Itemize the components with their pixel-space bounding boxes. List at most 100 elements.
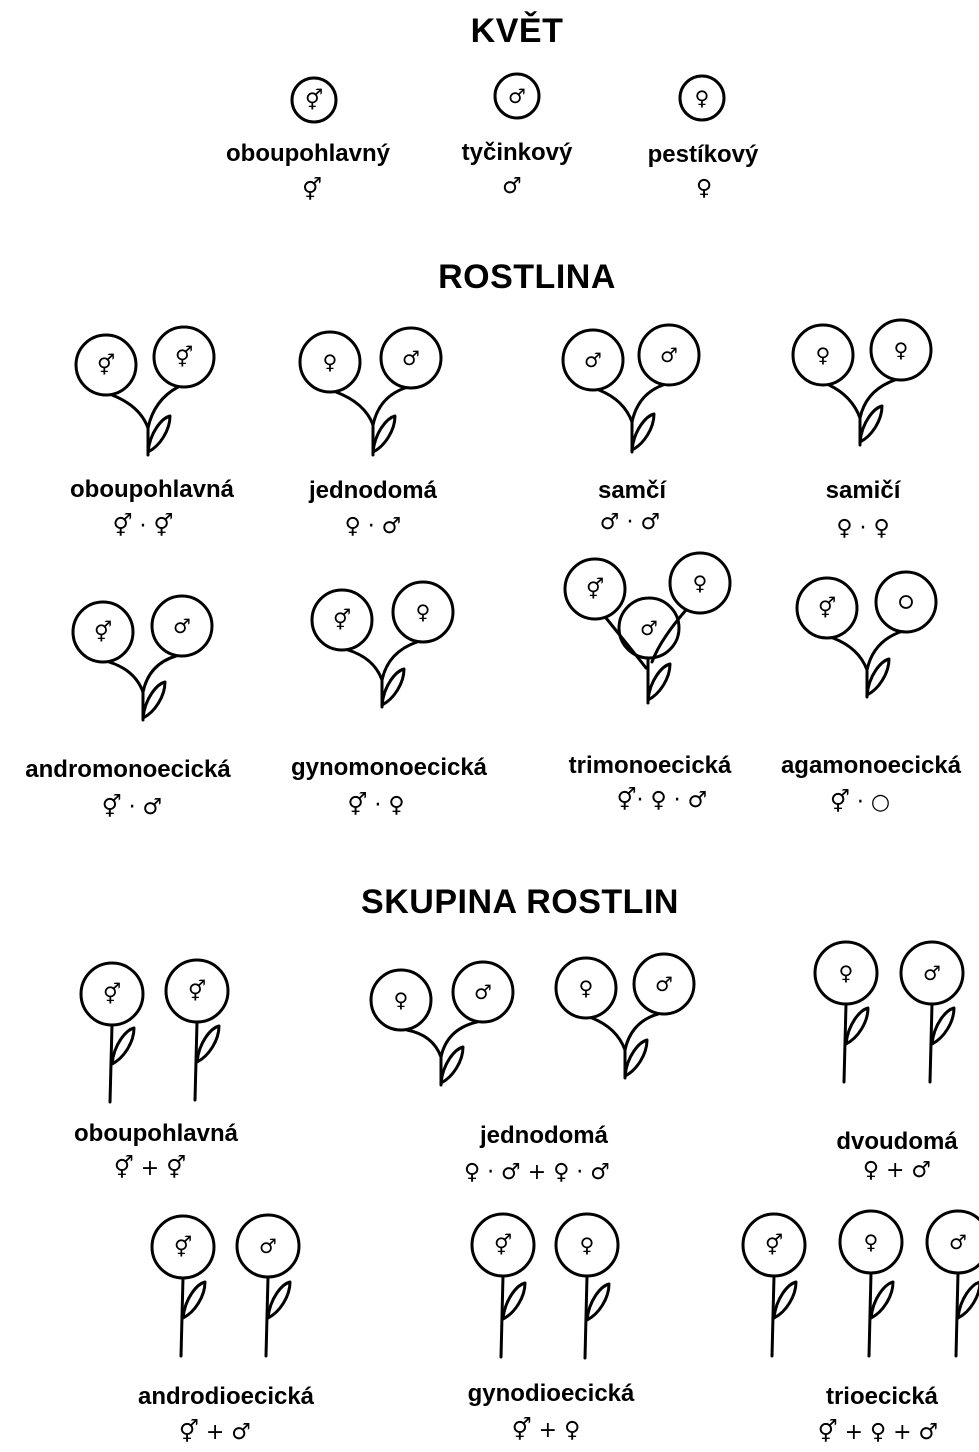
female-symbol-icon: ♀ [579,976,594,1000]
plant-agamonoecious-flower-2-circle [876,572,936,632]
plant-agamonoecious-stem-right [867,632,900,670]
female-symbol-icon: ♀ [894,338,909,362]
plant-label-male: samčí [598,479,666,503]
plant-label-female: samičí [826,479,901,503]
flower-label-staminate: tyčinkový [462,141,573,165]
plant-bisexual-stem-left [112,395,148,428]
group-formula-androdioecious: ⚥ + ♂ [179,1422,251,1444]
plant-gynomonoecious-stem-right [382,642,417,680]
group-bisexual-plant-1-leaf [112,1028,134,1064]
sterile-symbol-icon [900,596,912,608]
female-symbol-icon: ♀ [816,343,831,367]
group-trioecious-plant-3-leaf [958,1282,979,1318]
bisexual-symbol-icon: ⚥ [188,979,206,1003]
plant-label-monoecious: jednodomá [309,479,437,503]
plant-monoecious-stem-left [336,392,373,425]
bisexual-symbol-icon: ⚥ [103,982,121,1006]
group-formula-monoecious: ♀ · ♂ + ♀ · ♂ [464,1162,610,1184]
male-symbol-icon: ♂ [660,343,678,367]
plant-male-leaf [632,414,654,450]
group-monoecious-plant-1-leaf [441,1047,463,1083]
plant-agamonoecious-stem-left [833,638,867,670]
group-label-trioecious: trioecická [826,1385,938,1409]
plant-andromonoecious-stem-left [109,662,143,692]
bisexual-symbol-icon: ⚥ [175,345,193,369]
group-monoecious-plant-2-leaf [625,1040,647,1076]
group-label-bisexual: oboupohlavná [74,1122,238,1146]
flower-label-bisexual: oboupohlavný [226,142,390,166]
bisexual-symbol-icon: ⚥ [97,353,115,377]
group-label-monoecious: jednodomá [480,1124,608,1148]
plant-formula-female: ♀ · ♀ [836,518,889,540]
male-symbol-icon: ♂ [640,616,658,640]
plant-formula-male: ♂ · ♂ [600,512,660,534]
heading-group: SKUPINA ROSTLIN [361,885,679,919]
group-formula-bisexual: ⚥ + ⚥ [114,1158,186,1180]
female-symbol-icon: ♀ [695,86,710,110]
flower-formula-bisexual: ⚥ [302,180,322,202]
plant-monoecious-leaf [373,416,395,452]
bisexual-symbol-icon: ⚥ [494,1233,512,1257]
group-gynodioecious-plant-2-leaf [587,1284,609,1320]
group-androdioecious-plant-2-leaf [268,1282,290,1318]
plant-formula-gynomonoecious: ⚥ · ♀ [348,795,405,817]
group-dioecious-plant-1-leaf [846,1008,868,1044]
group-bisexual-plant-2-leaf [197,1026,219,1062]
group-formula-gynodioecious: ⚥ + ♀ [512,1420,580,1442]
female-symbol-icon: ♀ [693,571,708,595]
plant-formula-agamonoecious: ⚥ · ○ [830,792,890,814]
male-symbol-icon: ♂ [923,961,941,985]
group-label-androdioecious: androdioecická [138,1385,314,1409]
male-symbol-icon: ♂ [474,980,492,1004]
group-monoecious-plant-2-stem-left [592,1018,625,1050]
male-symbol-icon: ♂ [508,84,526,108]
bisexual-symbol-icon: ⚥ [174,1235,192,1259]
group-trioecious-plant-2-leaf [871,1282,893,1318]
plant-label-agamonoecious: agamonoecická [781,754,961,778]
plant-agamonoecious-leaf [867,659,889,695]
bisexual-symbol-icon: ⚥ [333,608,351,632]
plant-female-stem-left [829,385,860,418]
heading-flower: KVĚT [471,14,564,48]
flower-label-pistillate: pestíkový [648,143,759,167]
group-formula-dioecious: ♀ + ♂ [863,1160,931,1182]
plant-gynomonoecious-stem-left [348,650,382,680]
male-symbol-icon: ♂ [173,614,191,638]
flower-formula-pistillate: ♀ [696,178,712,200]
plant-formula-andromonoecious: ⚥ · ♂ [102,797,163,819]
group-monoecious-plant-1-stem-right [441,1022,477,1057]
plant-formula-monoecious: ♀ · ♂ [345,516,402,538]
plant-formula-bisexual: ⚥ · ⚥ [113,516,174,538]
group-formula-trioecious: ⚥ + ♀ + ♂ [818,1422,939,1444]
heading-plant: ROSTLINA [438,260,616,294]
plant-trimonoecious-leaf [648,664,670,700]
bisexual-symbol-icon: ⚥ [305,88,323,112]
plant-label-bisexual: oboupohlavná [70,478,234,502]
bisexual-symbol-icon: ⚥ [586,577,604,601]
male-symbol-icon: ♂ [949,1230,967,1254]
plant-female-stem-right [860,380,895,418]
group-androdioecious-plant-1-leaf [183,1282,205,1318]
group-trioecious-plant-1-leaf [774,1282,796,1318]
group-dioecious-plant-2-leaf [932,1008,954,1044]
group-gynodioecious-plant-1-leaf [503,1283,525,1319]
flower-formula-staminate: ♂ [502,176,522,198]
female-symbol-icon: ♀ [416,600,431,624]
plant-label-gynomonoecious: gynomonoecická [291,756,487,780]
plant-label-trimonoecious: trimonoecická [569,754,732,778]
male-symbol-icon: ♂ [584,348,602,372]
group-monoecious-plant-1-stem-left [407,1030,441,1057]
female-symbol-icon: ♀ [323,350,338,374]
plant-andromonoecious-leaf [143,682,165,718]
plant-label-andromonoecious: andromonoecická [25,758,230,782]
female-symbol-icon: ♀ [839,961,854,985]
female-symbol-icon: ♀ [864,1230,879,1254]
bisexual-symbol-icon: ⚥ [94,620,112,644]
plant-formula-trimonoecious: ⚥· ♀ · ♂ [617,790,708,812]
plant-gynomonoecious-leaf [382,669,404,705]
plant-male-stem-left [599,390,632,422]
group-label-dioecious: dvoudomá [836,1130,957,1154]
female-symbol-icon: ♀ [580,1233,595,1257]
female-symbol-icon: ♀ [394,988,409,1012]
